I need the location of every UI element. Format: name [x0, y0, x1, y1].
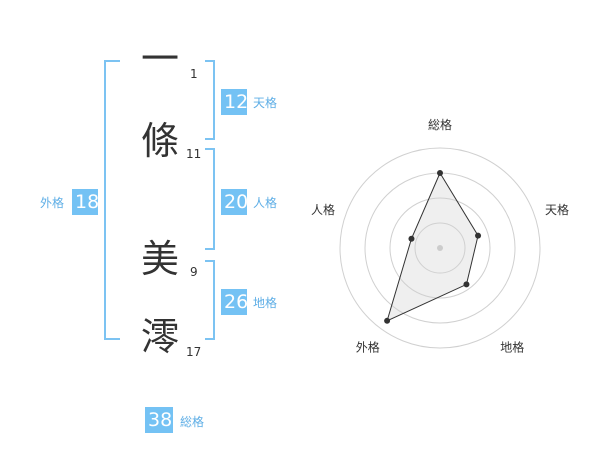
- tenkaku-score-badge: 12: [221, 89, 248, 115]
- stroke-count-1: 1: [190, 67, 198, 81]
- soukaku-score-badge: 38: [145, 407, 173, 433]
- radar-ring-2: [389, 197, 491, 299]
- stroke-count-3: 9: [190, 265, 198, 279]
- stroke-count-4: 17: [186, 345, 202, 359]
- radar-axis-label-5: 人格: [311, 202, 335, 217]
- chikaku-bracket: [205, 260, 215, 340]
- radar-center-dot: [437, 245, 443, 251]
- gaikaku-label: 外格: [40, 196, 65, 210]
- name-char-3: 美: [140, 237, 179, 281]
- radar-ring-1: [414, 222, 466, 274]
- stroke-count-2: 11: [186, 147, 202, 161]
- chikaku-score-badge: 26: [221, 289, 248, 315]
- radar-area: [386, 171, 479, 322]
- radar-point-3: [463, 281, 470, 288]
- radar-axis-label-2: 天格: [545, 202, 569, 217]
- tenkaku-label: 天格: [253, 96, 278, 110]
- radar-point-1: [437, 170, 443, 176]
- jinkaku-bracket: [205, 148, 215, 250]
- gaikaku-bracket: [104, 60, 120, 340]
- soukaku-label: 総格: [180, 415, 205, 429]
- name-char-4: 澪: [140, 315, 179, 359]
- tenkaku-bracket: [205, 60, 215, 140]
- radar-axis-label-3: 地格: [500, 340, 524, 355]
- name-char-1: 一: [140, 37, 179, 81]
- jinkaku-score-badge: 20: [221, 189, 248, 215]
- jinkaku-label: 人格: [253, 196, 278, 210]
- radar-ring-4: [339, 147, 541, 349]
- name-char-2: 條: [140, 119, 179, 163]
- radar-point-5: [408, 235, 415, 242]
- gaikaku-score-badge: 18: [72, 189, 99, 215]
- radar-axis-label-4: 外格: [356, 340, 380, 355]
- radar-point-2: [475, 232, 482, 239]
- radar-point-4: [384, 317, 391, 324]
- chikaku-label: 地格: [253, 296, 278, 310]
- radar-axis-label-1: 総格: [428, 117, 452, 132]
